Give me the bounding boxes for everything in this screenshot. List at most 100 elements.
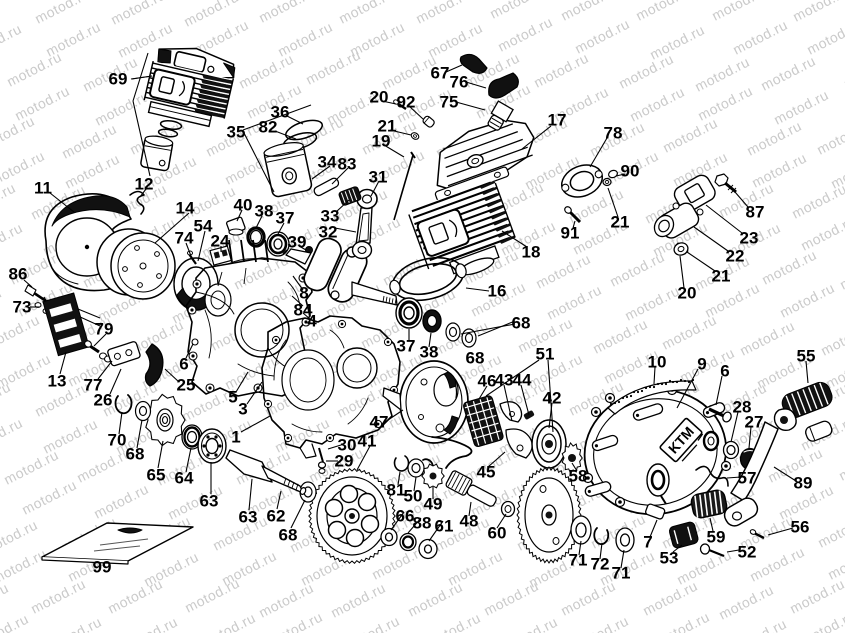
svg-text:82: 82: [259, 118, 278, 137]
svg-text:6: 6: [720, 362, 729, 381]
svg-text:49: 49: [424, 495, 443, 514]
svg-text:70: 70: [108, 431, 127, 450]
svg-text:26: 26: [94, 391, 113, 410]
svg-text:12: 12: [135, 175, 154, 194]
svg-text:44: 44: [513, 371, 532, 390]
svg-text:78: 78: [604, 124, 623, 143]
svg-text:69: 69: [109, 70, 128, 89]
svg-text:38: 38: [420, 343, 439, 362]
svg-text:62: 62: [267, 507, 286, 526]
svg-text:71: 71: [569, 551, 588, 570]
svg-text:68: 68: [279, 526, 298, 545]
svg-text:76: 76: [450, 73, 469, 92]
svg-text:72: 72: [591, 555, 610, 574]
svg-text:20: 20: [370, 88, 389, 107]
svg-text:77: 77: [84, 376, 103, 395]
svg-text:48: 48: [460, 512, 479, 531]
svg-text:52: 52: [738, 543, 757, 562]
svg-text:92: 92: [397, 93, 416, 112]
svg-text:68: 68: [126, 445, 145, 464]
svg-text:8: 8: [299, 284, 308, 303]
svg-text:7: 7: [643, 533, 652, 552]
svg-text:10: 10: [648, 353, 667, 372]
svg-text:20: 20: [678, 284, 697, 303]
svg-text:81: 81: [387, 481, 406, 500]
svg-text:33: 33: [321, 207, 340, 226]
svg-text:4: 4: [307, 312, 317, 331]
svg-text:74: 74: [175, 229, 194, 248]
svg-text:38: 38: [255, 202, 274, 221]
svg-text:17: 17: [548, 111, 567, 130]
svg-text:57: 57: [738, 469, 757, 488]
svg-text:35: 35: [227, 123, 246, 142]
svg-text:14: 14: [176, 199, 195, 218]
svg-text:47: 47: [370, 413, 389, 432]
svg-text:21: 21: [712, 267, 731, 286]
svg-text:36: 36: [271, 103, 290, 122]
svg-text:84: 84: [294, 301, 313, 320]
svg-text:63: 63: [200, 492, 219, 511]
svg-text:83: 83: [338, 155, 357, 174]
svg-text:34: 34: [318, 153, 337, 172]
svg-text:45: 45: [477, 463, 496, 482]
svg-text:1: 1: [231, 428, 240, 447]
svg-text:40: 40: [234, 196, 253, 215]
svg-text:67: 67: [431, 64, 450, 83]
svg-text:29: 29: [335, 452, 354, 471]
svg-text:30: 30: [338, 436, 357, 455]
svg-text:41: 41: [358, 432, 377, 451]
svg-text:56: 56: [791, 518, 810, 537]
svg-text:99: 99: [93, 558, 112, 577]
svg-text:55: 55: [797, 347, 816, 366]
svg-text:46: 46: [478, 372, 497, 391]
svg-text:71: 71: [612, 564, 631, 583]
svg-text:68: 68: [466, 349, 485, 368]
svg-text:88: 88: [413, 514, 432, 533]
svg-text:9: 9: [697, 355, 706, 374]
svg-text:23: 23: [740, 229, 759, 248]
svg-text:32: 32: [319, 223, 338, 242]
svg-text:86: 86: [9, 265, 28, 284]
svg-text:13: 13: [48, 372, 67, 391]
svg-text:73: 73: [13, 298, 32, 317]
svg-text:39: 39: [288, 233, 307, 252]
svg-text:24: 24: [211, 232, 230, 251]
svg-text:6: 6: [179, 355, 188, 374]
svg-text:25: 25: [177, 376, 196, 395]
svg-text:21: 21: [378, 117, 397, 136]
svg-text:58: 58: [569, 467, 588, 486]
svg-text:61: 61: [435, 517, 454, 536]
svg-text:16: 16: [488, 282, 507, 301]
svg-text:91: 91: [561, 224, 580, 243]
svg-text:65: 65: [147, 466, 166, 485]
svg-text:27: 27: [745, 413, 764, 432]
svg-text:18: 18: [522, 243, 541, 262]
svg-text:66: 66: [396, 507, 415, 526]
svg-text:68: 68: [512, 314, 531, 333]
svg-text:11: 11: [34, 179, 52, 198]
svg-text:53: 53: [660, 549, 679, 568]
svg-text:19: 19: [372, 132, 391, 151]
svg-text:75: 75: [440, 93, 459, 112]
svg-text:21: 21: [611, 213, 630, 232]
svg-text:28: 28: [733, 398, 752, 417]
svg-text:64: 64: [175, 469, 194, 488]
svg-text:22: 22: [726, 247, 745, 266]
svg-text:51: 51: [536, 345, 555, 364]
svg-text:31: 31: [369, 168, 388, 187]
svg-text:43: 43: [495, 371, 514, 390]
svg-text:37: 37: [397, 337, 416, 356]
svg-text:59: 59: [707, 528, 726, 547]
svg-text:87: 87: [746, 203, 765, 222]
svg-text:37: 37: [276, 209, 295, 228]
svg-text:90: 90: [621, 162, 640, 181]
svg-text:42: 42: [543, 389, 562, 408]
svg-text:63: 63: [239, 508, 258, 527]
svg-text:50: 50: [404, 487, 423, 506]
svg-text:54: 54: [194, 217, 213, 236]
svg-text:89: 89: [794, 474, 813, 493]
svg-text:79: 79: [95, 320, 114, 339]
svg-text:60: 60: [488, 524, 507, 543]
svg-text:3: 3: [238, 400, 247, 419]
svg-text:5: 5: [228, 388, 237, 407]
